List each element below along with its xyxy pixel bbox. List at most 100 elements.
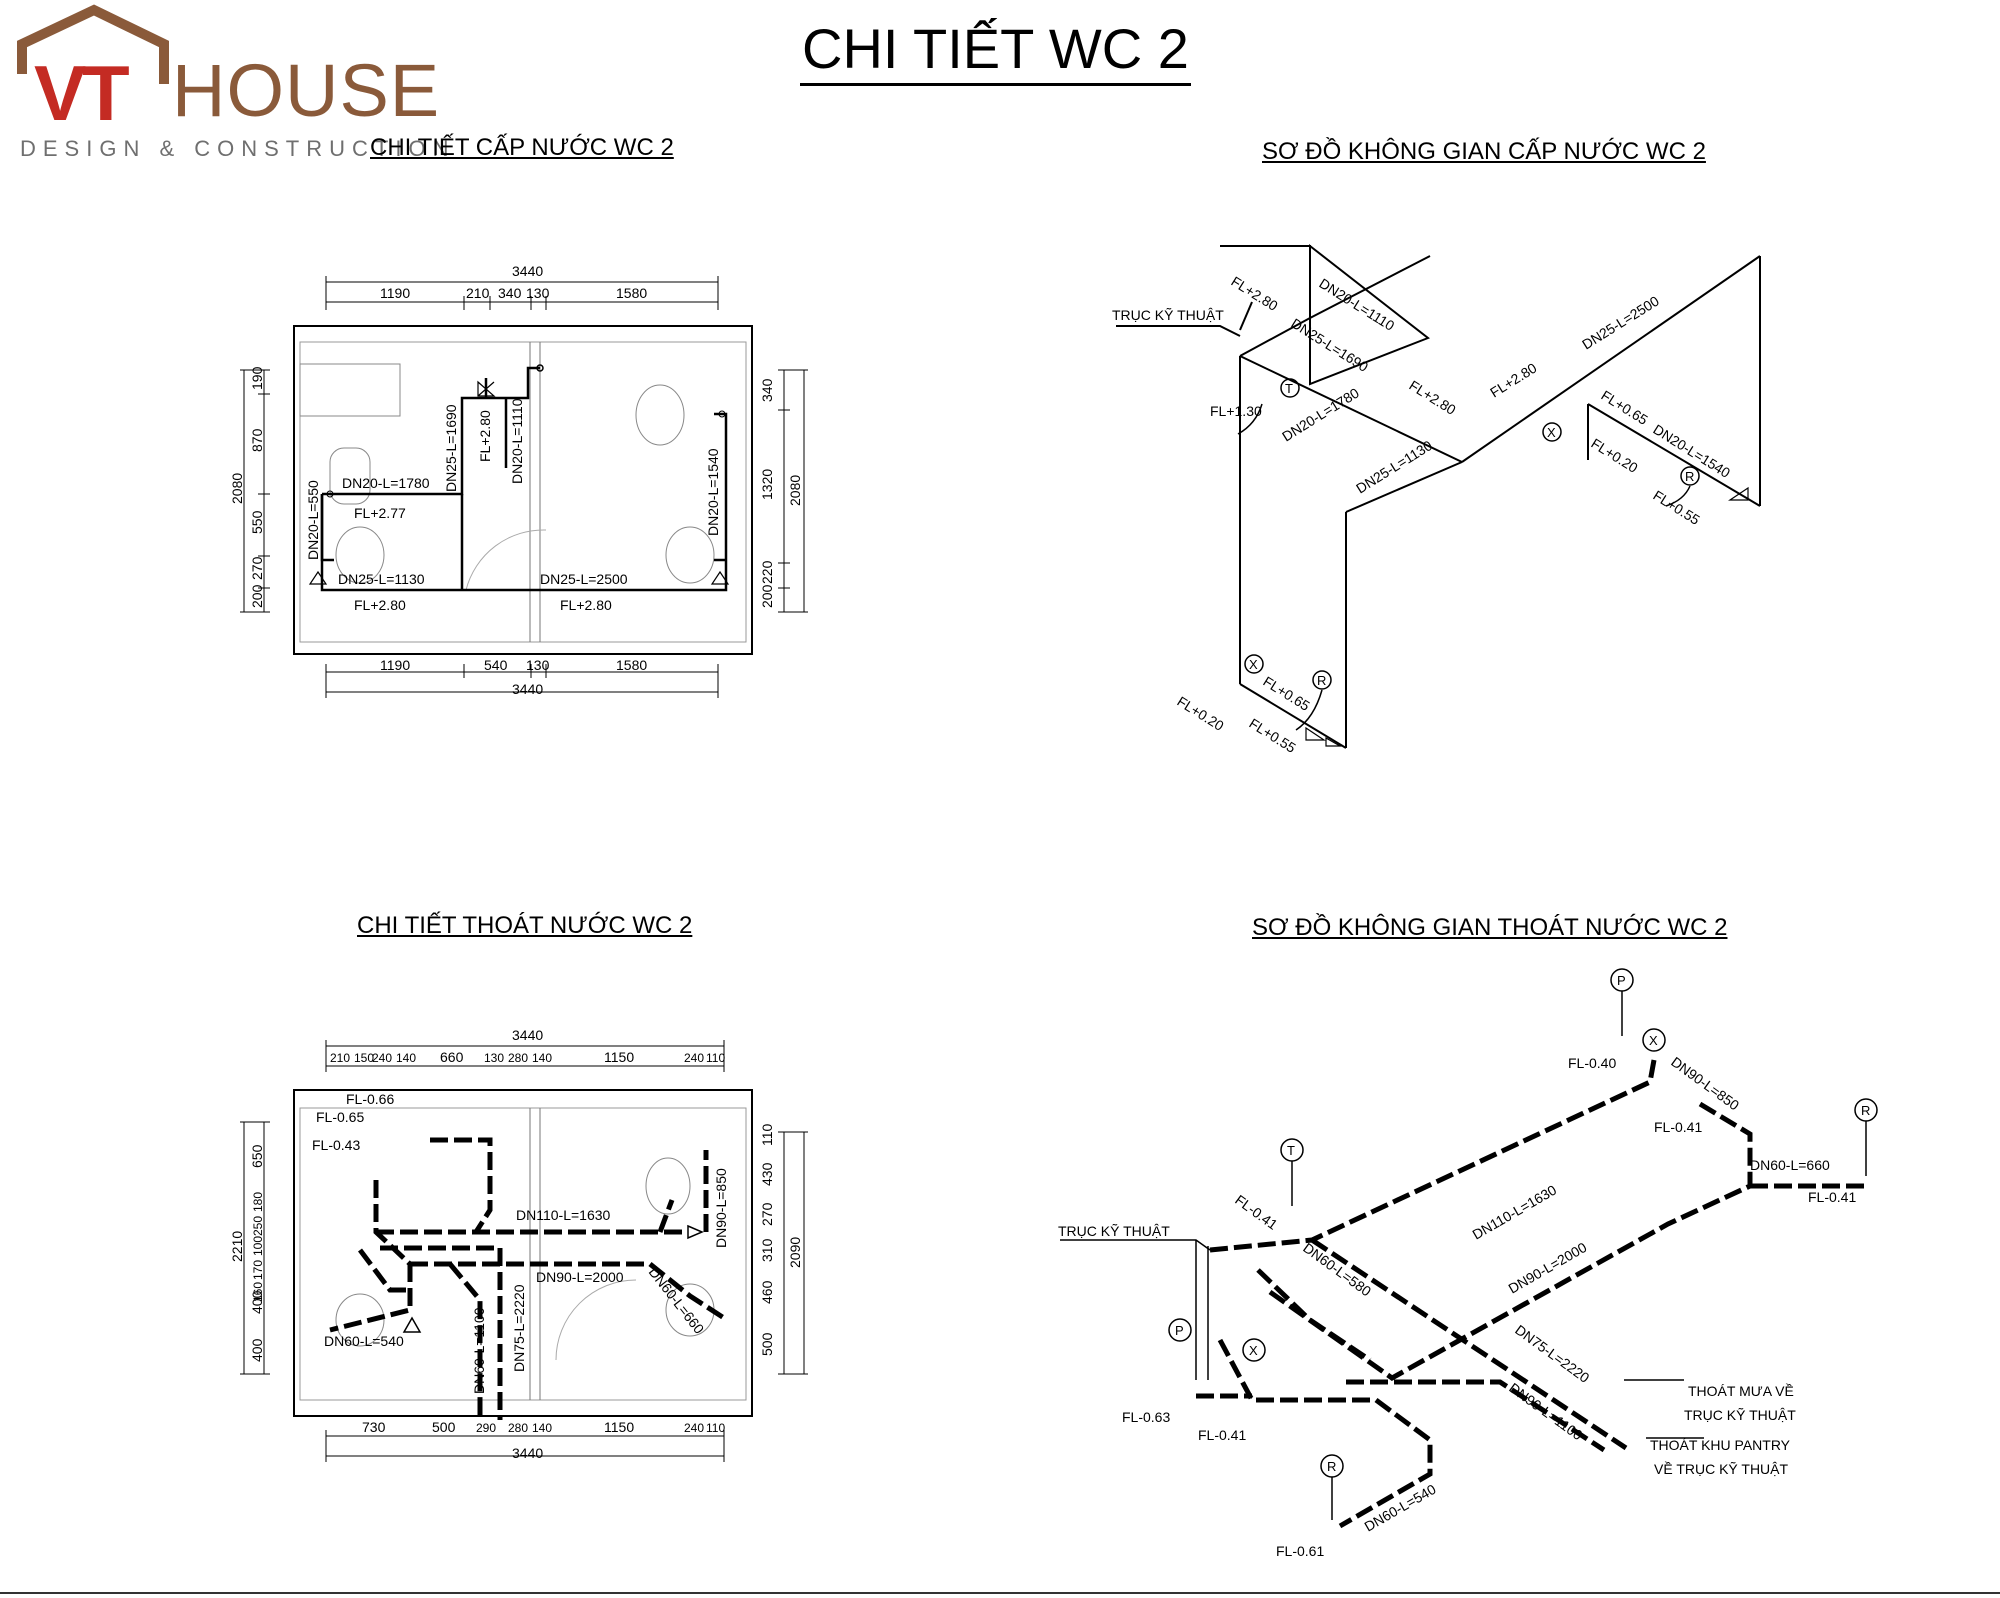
note-text: TRỤC KỸ THUẬT [1684,1407,1796,1423]
iso-label: DN25-L=2500 [1579,292,1662,352]
dim-label: 340 [759,378,775,402]
dim-label: 3440 [512,681,543,697]
dim-label: 200 [759,584,775,608]
drainage-iso [1060,968,1878,1529]
iso-label: FL-0.61 [1276,1543,1324,1559]
dim-label: 220 [759,560,775,584]
marker-t: T [1285,381,1293,396]
marker-x: X [1249,1343,1258,1358]
pipe-label: DN90-L=2000 [536,1269,624,1285]
dim-label: 130 [526,657,550,673]
dim-label: 140 [396,1051,416,1065]
dim-label: 1150 [604,1049,634,1065]
dim-label: 3440 [512,263,543,279]
dim-label: 150 [354,1051,374,1065]
dim-label: 190 [249,366,265,390]
iso-label: FL+0.65 [1260,673,1313,714]
dim-label: 540 [484,657,508,673]
dim-label: 3440 [512,1027,543,1043]
pipe-label: FL+2.80 [560,597,612,613]
dim-label: 290 [476,1421,496,1435]
iso-label: DN110-L=1630 [1470,1181,1560,1242]
dim-label: 2210 [229,1231,245,1262]
iso-label: FL+2.80 [1487,359,1540,400]
dim-label: 870 [249,428,265,452]
dim-label: 500 [432,1419,456,1435]
water-supply-iso [1116,243,1761,749]
dim-label: 650 [249,1144,265,1168]
dim-label: 400 [249,1290,265,1314]
dim-label: 210 [330,1051,350,1065]
iso-label: DN90-L=2000 [1506,1239,1590,1297]
dim-label: 340 [498,285,522,301]
water-supply-plan [240,276,808,698]
dim-label: 2080 [229,473,245,504]
marker-t: T [1287,1143,1295,1158]
iso-label: FL+0.20 [1174,693,1227,734]
page-title: CHI TIẾT WC 2 [800,16,1191,86]
dim-label: 110 [706,1051,725,1065]
iso-label: DN60-L=660 [1750,1157,1830,1173]
drainage-plan-title: CHI TIẾT THOÁT NƯỚC WC 2 [357,912,693,939]
dim-label: 1190 [380,657,410,673]
dim-label: 1150 [604,1419,634,1435]
iso-label: TRỤC KỸ THUẬT [1112,307,1224,323]
dim-label: 240 [684,1421,704,1435]
drainage-plan [240,1040,808,1462]
marker-x: X [1547,425,1556,440]
marker-p: P [1175,1323,1184,1338]
marker-x: X [1249,657,1258,672]
iso-label: FL+0.65 [1598,387,1651,428]
iso-label: FL-0.41 [1808,1189,1856,1205]
pipe-label: DN20-L=550 [305,480,321,560]
dim-label: 140 [532,1051,552,1065]
dim-label: 270 [249,556,265,580]
marker-r: R [1685,469,1694,484]
iso-label: FL+0.20 [1588,435,1641,476]
dim-label: 460 [759,1280,775,1304]
dim-label: 400 [249,1338,265,1362]
dim-label: 110 [706,1421,725,1435]
pipe-label: FL+2.77 [354,505,406,521]
marker-x: X [1649,1033,1658,1048]
pipe-label: FL-0.43 [312,1137,360,1153]
dim-label: 110 [759,1123,775,1146]
dim-label: 210 [466,285,490,301]
pipe-label: DN90-L=850 [713,1168,729,1248]
dim-label: 200 [249,584,265,608]
drainage-iso-title: SƠ ĐỒ KHÔNG GIAN THOÁT NƯỚC WC 2 [1252,914,1728,941]
logo-name: HOUSE [172,49,441,132]
dim-label: 1190 [380,285,410,301]
dim-label: 170 [251,1260,265,1280]
iso-label: FL-0.41 [1654,1119,1702,1135]
dim-label: 280 [508,1051,528,1065]
iso-label: FL+0.55 [1650,487,1703,528]
note-text: VỀ TRỤC KỸ THUẬT [1654,1461,1789,1477]
dim-label: 130 [484,1051,504,1065]
dim-label: 2090 [787,1237,803,1268]
dim-label: 1320 [759,469,775,500]
note-text: THOÁT KHU PANTRY [1650,1437,1791,1453]
dim-label: 130 [526,285,550,301]
dim-label: 730 [362,1419,386,1435]
iso-label: FL-0.40 [1568,1055,1616,1071]
pipe-label: DN20-L=1540 [705,448,721,536]
dim-label: 1580 [616,657,647,673]
iso-label: TRỤC KỸ THUẬT [1058,1223,1170,1239]
dim-label: 100 [251,1236,265,1256]
company-logo: VT HOUSE DESIGN & CONSTRUCTION [14,4,454,164]
logo-tagline: DESIGN & CONSTRUCTION [20,136,456,161]
bottom-border [0,1592,2000,1594]
dim-label: 660 [440,1049,464,1065]
iso-label: FL+0.55 [1246,715,1299,756]
pipe-label: DN110-L=1630 [516,1207,611,1223]
pipe-label: FL+2.80 [477,410,493,462]
iso-label: DN75-L=2220 [1512,1321,1592,1386]
dim-label: 140 [532,1421,552,1435]
pipe-label: DN20-L=1110 [509,398,525,484]
pipe-label: DN25-L=1130 [338,571,425,587]
pipe-label: DN60-L=540 [324,1333,404,1349]
house-roof-icon [17,4,169,84]
note-text: THOÁT MƯA VỀ [1688,1383,1794,1399]
pipe-label: DN60-L=1100 [471,1307,487,1394]
